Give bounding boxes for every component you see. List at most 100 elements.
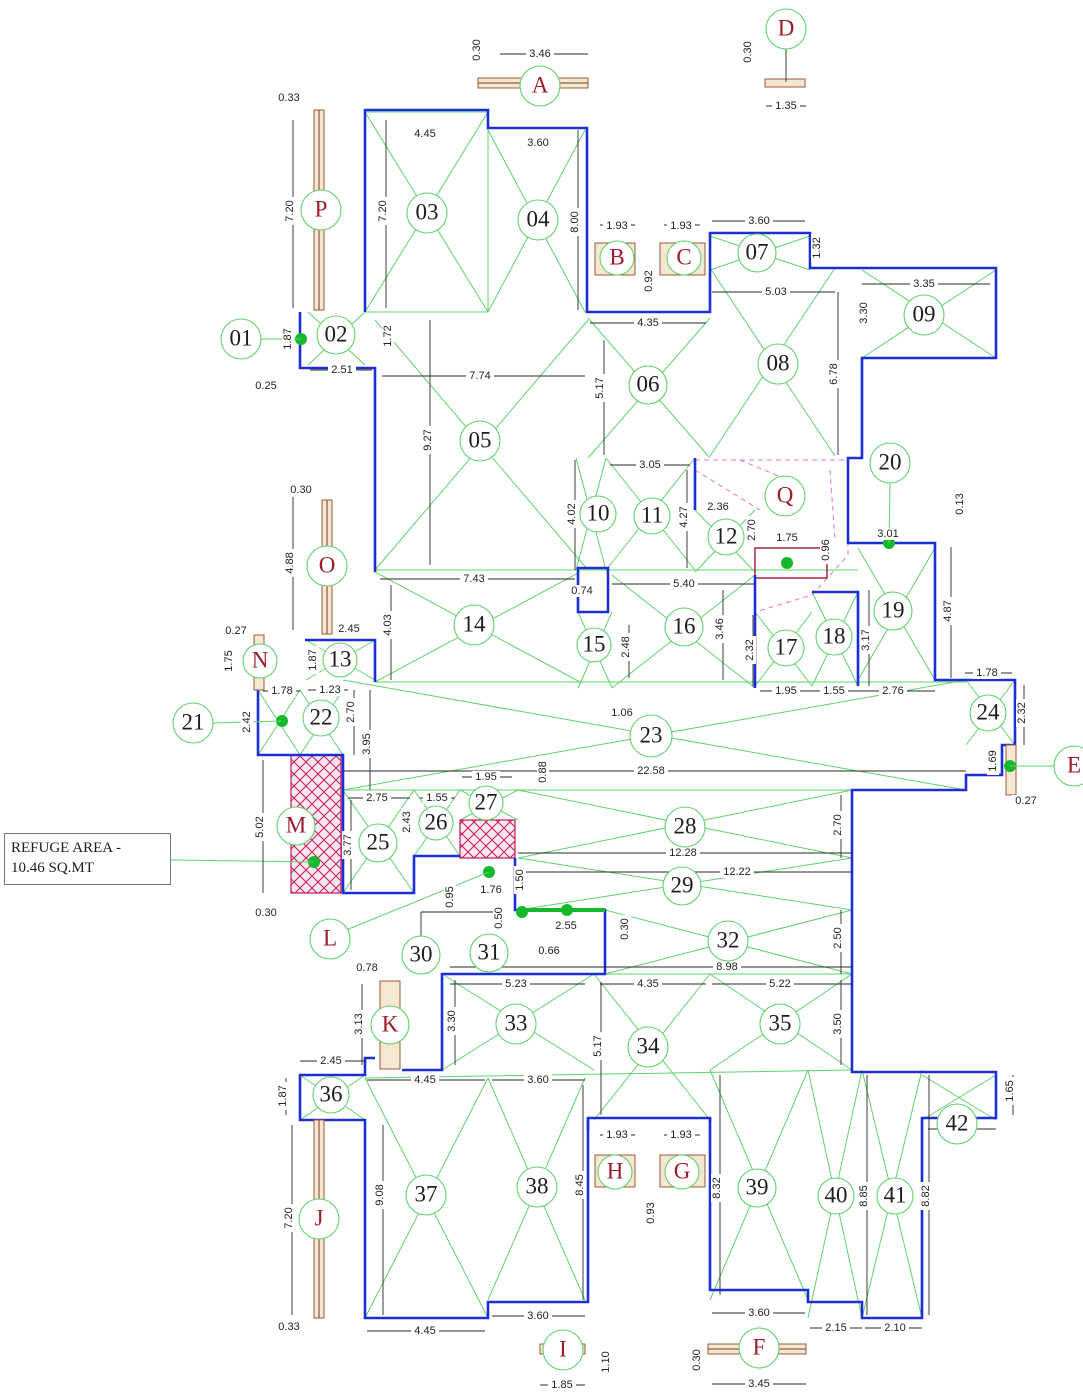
- letter-o-label: O: [319, 552, 336, 577]
- dimension-label-bg: [401, 808, 413, 836]
- dimension-label-bg: [942, 597, 954, 625]
- dimension-label-bg: [744, 636, 756, 664]
- dimension-label-bg: [822, 1322, 850, 1334]
- dimension-label: 7.74: [469, 370, 490, 382]
- dimension-label: 9.27: [422, 429, 434, 450]
- letter-l-marker: [309, 918, 351, 960]
- dimension-label: 2.70: [746, 519, 758, 540]
- dimension-label: 2.51: [331, 364, 352, 376]
- letter-j-label: J: [315, 1205, 324, 1230]
- dimension-label: 1.35: [775, 100, 796, 112]
- panel-41-marker: [876, 1177, 914, 1215]
- panel-22-label: 22: [310, 704, 333, 729]
- dimension-label-bg: [361, 730, 373, 758]
- panel-01-label: 01: [230, 325, 253, 350]
- panel-35-label: 35: [769, 1010, 792, 1035]
- dimension-label: 3.95: [361, 733, 373, 754]
- dimension-label: 5.17: [594, 377, 606, 398]
- dimension-label: 1.69: [987, 750, 999, 771]
- panel-14-marker: [453, 604, 495, 646]
- dimension-label-bg: [634, 317, 662, 329]
- dimension-label: 4.45: [414, 1074, 435, 1086]
- dimension-label-bg: [526, 48, 554, 60]
- dimension-label-bg: [472, 771, 500, 783]
- dimension-label: 3.46: [714, 618, 726, 639]
- dimension-label-bg: [422, 426, 434, 454]
- dimension-label: 1.75: [223, 650, 235, 671]
- panel-30-label: 30: [410, 941, 433, 966]
- panel-24-label: 24: [977, 699, 1001, 724]
- dimension-label-bg: [275, 92, 303, 104]
- dimension-label-bg: [772, 685, 800, 697]
- dimension-label: 5.17: [592, 1035, 604, 1056]
- panel-17-marker: [767, 629, 805, 667]
- dimension-label: 8.00: [569, 211, 581, 232]
- panel-15-label: 15: [583, 631, 606, 656]
- panel-33-marker: [495, 1003, 537, 1045]
- panel-10-marker: [579, 495, 617, 533]
- dimension-label: 0.92: [643, 270, 655, 291]
- dimension-label-bg: [713, 961, 741, 973]
- panel-09-label: 09: [913, 301, 936, 326]
- panel-12-label: 12: [715, 523, 738, 548]
- panel-34-label: 34: [637, 1033, 661, 1058]
- dimension-label: 2.32: [1016, 702, 1028, 723]
- dimension-label: 0.93: [645, 1202, 657, 1223]
- dimension-label: 0.95: [444, 886, 456, 907]
- dimension-label: 1.78: [976, 667, 997, 679]
- dimension-label-bg: [704, 501, 732, 513]
- dimension-label-bg: [881, 1322, 909, 1334]
- panel-36-marker: [312, 1076, 350, 1114]
- dimension-label-bg: [552, 920, 580, 932]
- dimension-label-bg: [502, 978, 530, 990]
- letter-p-label: P: [315, 196, 328, 221]
- dimension-label-bg: [594, 374, 606, 402]
- dimension-label-bg: [762, 286, 790, 298]
- dimension-label-bg: [254, 813, 266, 841]
- dimension-label-bg: [477, 884, 505, 896]
- refuge-area-note: REFUGE AREA - 10.46 SQ.MT: [4, 833, 171, 885]
- panel-14-label: 14: [463, 611, 487, 636]
- dimension-label: 8.82: [920, 1185, 932, 1206]
- refuge-area-value: 10.46 SQ.MT: [11, 860, 94, 876]
- panel-23-marker: [629, 714, 673, 758]
- dimension-label: 1.23: [319, 684, 340, 696]
- dimension-label-bg: [666, 847, 700, 859]
- dimension-label-bg: [345, 698, 357, 726]
- panel-40-marker: [817, 1177, 855, 1215]
- dimension-label: 3.60: [527, 1310, 548, 1322]
- letter-f-marker: [738, 1327, 780, 1369]
- dimension-label-bg: [742, 38, 754, 66]
- dimension-label: 2.36: [707, 501, 728, 513]
- dimension-label: 0.30: [290, 484, 311, 496]
- panel-11-marker: [633, 497, 671, 535]
- dimension-label: 2.45: [338, 623, 359, 635]
- dimension-label: 1.93: [670, 1129, 691, 1141]
- dimension-label-bg: [766, 978, 794, 990]
- dimension-label: 2.50: [832, 927, 844, 948]
- panel-29-marker: [662, 866, 702, 906]
- panel-21-label: 21: [182, 709, 205, 734]
- dimension-label-bg: [858, 1182, 870, 1210]
- panel-12-marker: [707, 518, 745, 556]
- panel-04-marker: [517, 199, 559, 241]
- letter-n-marker: [242, 643, 278, 679]
- dimension-label-bg: [973, 667, 1001, 679]
- dimension-label-bg: [223, 647, 235, 675]
- dimension-label-bg: [569, 208, 581, 236]
- dimension-label-bg: [382, 322, 394, 350]
- panel-18-label: 18: [823, 623, 846, 648]
- panel-30-marker: [401, 935, 441, 975]
- dimension-label-bg: [277, 1082, 289, 1110]
- dimension-label-bg: [548, 1379, 576, 1391]
- panel-13-marker: [322, 642, 358, 678]
- dimension-label-bg: [524, 1310, 552, 1322]
- dimension-label: 12.28: [669, 847, 697, 859]
- dimension-label-bg: [268, 685, 296, 697]
- dimension-label-bg: [820, 536, 832, 564]
- dimension-label: 3.30: [858, 302, 870, 323]
- dimension-label-bg: [275, 1321, 303, 1333]
- panel-01-marker: [220, 318, 262, 360]
- panel-20-marker: [869, 442, 911, 484]
